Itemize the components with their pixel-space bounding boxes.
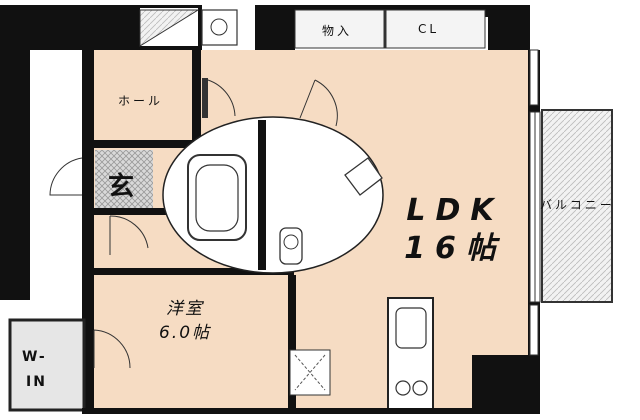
western-room-name: 洋室 <box>166 299 204 319</box>
wall-se-block <box>472 355 530 410</box>
kitchen-sink <box>395 307 427 349</box>
ldk-name-label: LDK <box>406 193 504 228</box>
entrance-tile <box>95 150 153 208</box>
toilet <box>279 227 303 265</box>
stove-burner <box>412 380 428 396</box>
storage-label: 物入 <box>322 24 353 38</box>
entrance-label: 玄 <box>108 172 135 202</box>
walkin-label-top: W- <box>22 349 47 365</box>
ldk-size-label: 16帖 <box>404 231 506 266</box>
hall-label: ホール <box>118 94 164 108</box>
stove-burner <box>395 380 411 396</box>
wall-north-pillar <box>255 5 295 50</box>
western-room-size: 6.0帖 <box>158 323 212 343</box>
walkin-label-bottom: IN <box>26 374 47 390</box>
walkin-room <box>8 318 86 412</box>
wall-bedroom-north <box>94 268 294 275</box>
wall-ne-pillar <box>488 5 530 50</box>
balcony-area <box>541 109 613 303</box>
closet-label: CL <box>418 22 440 36</box>
balcony-label: バルコニー <box>540 198 615 212</box>
